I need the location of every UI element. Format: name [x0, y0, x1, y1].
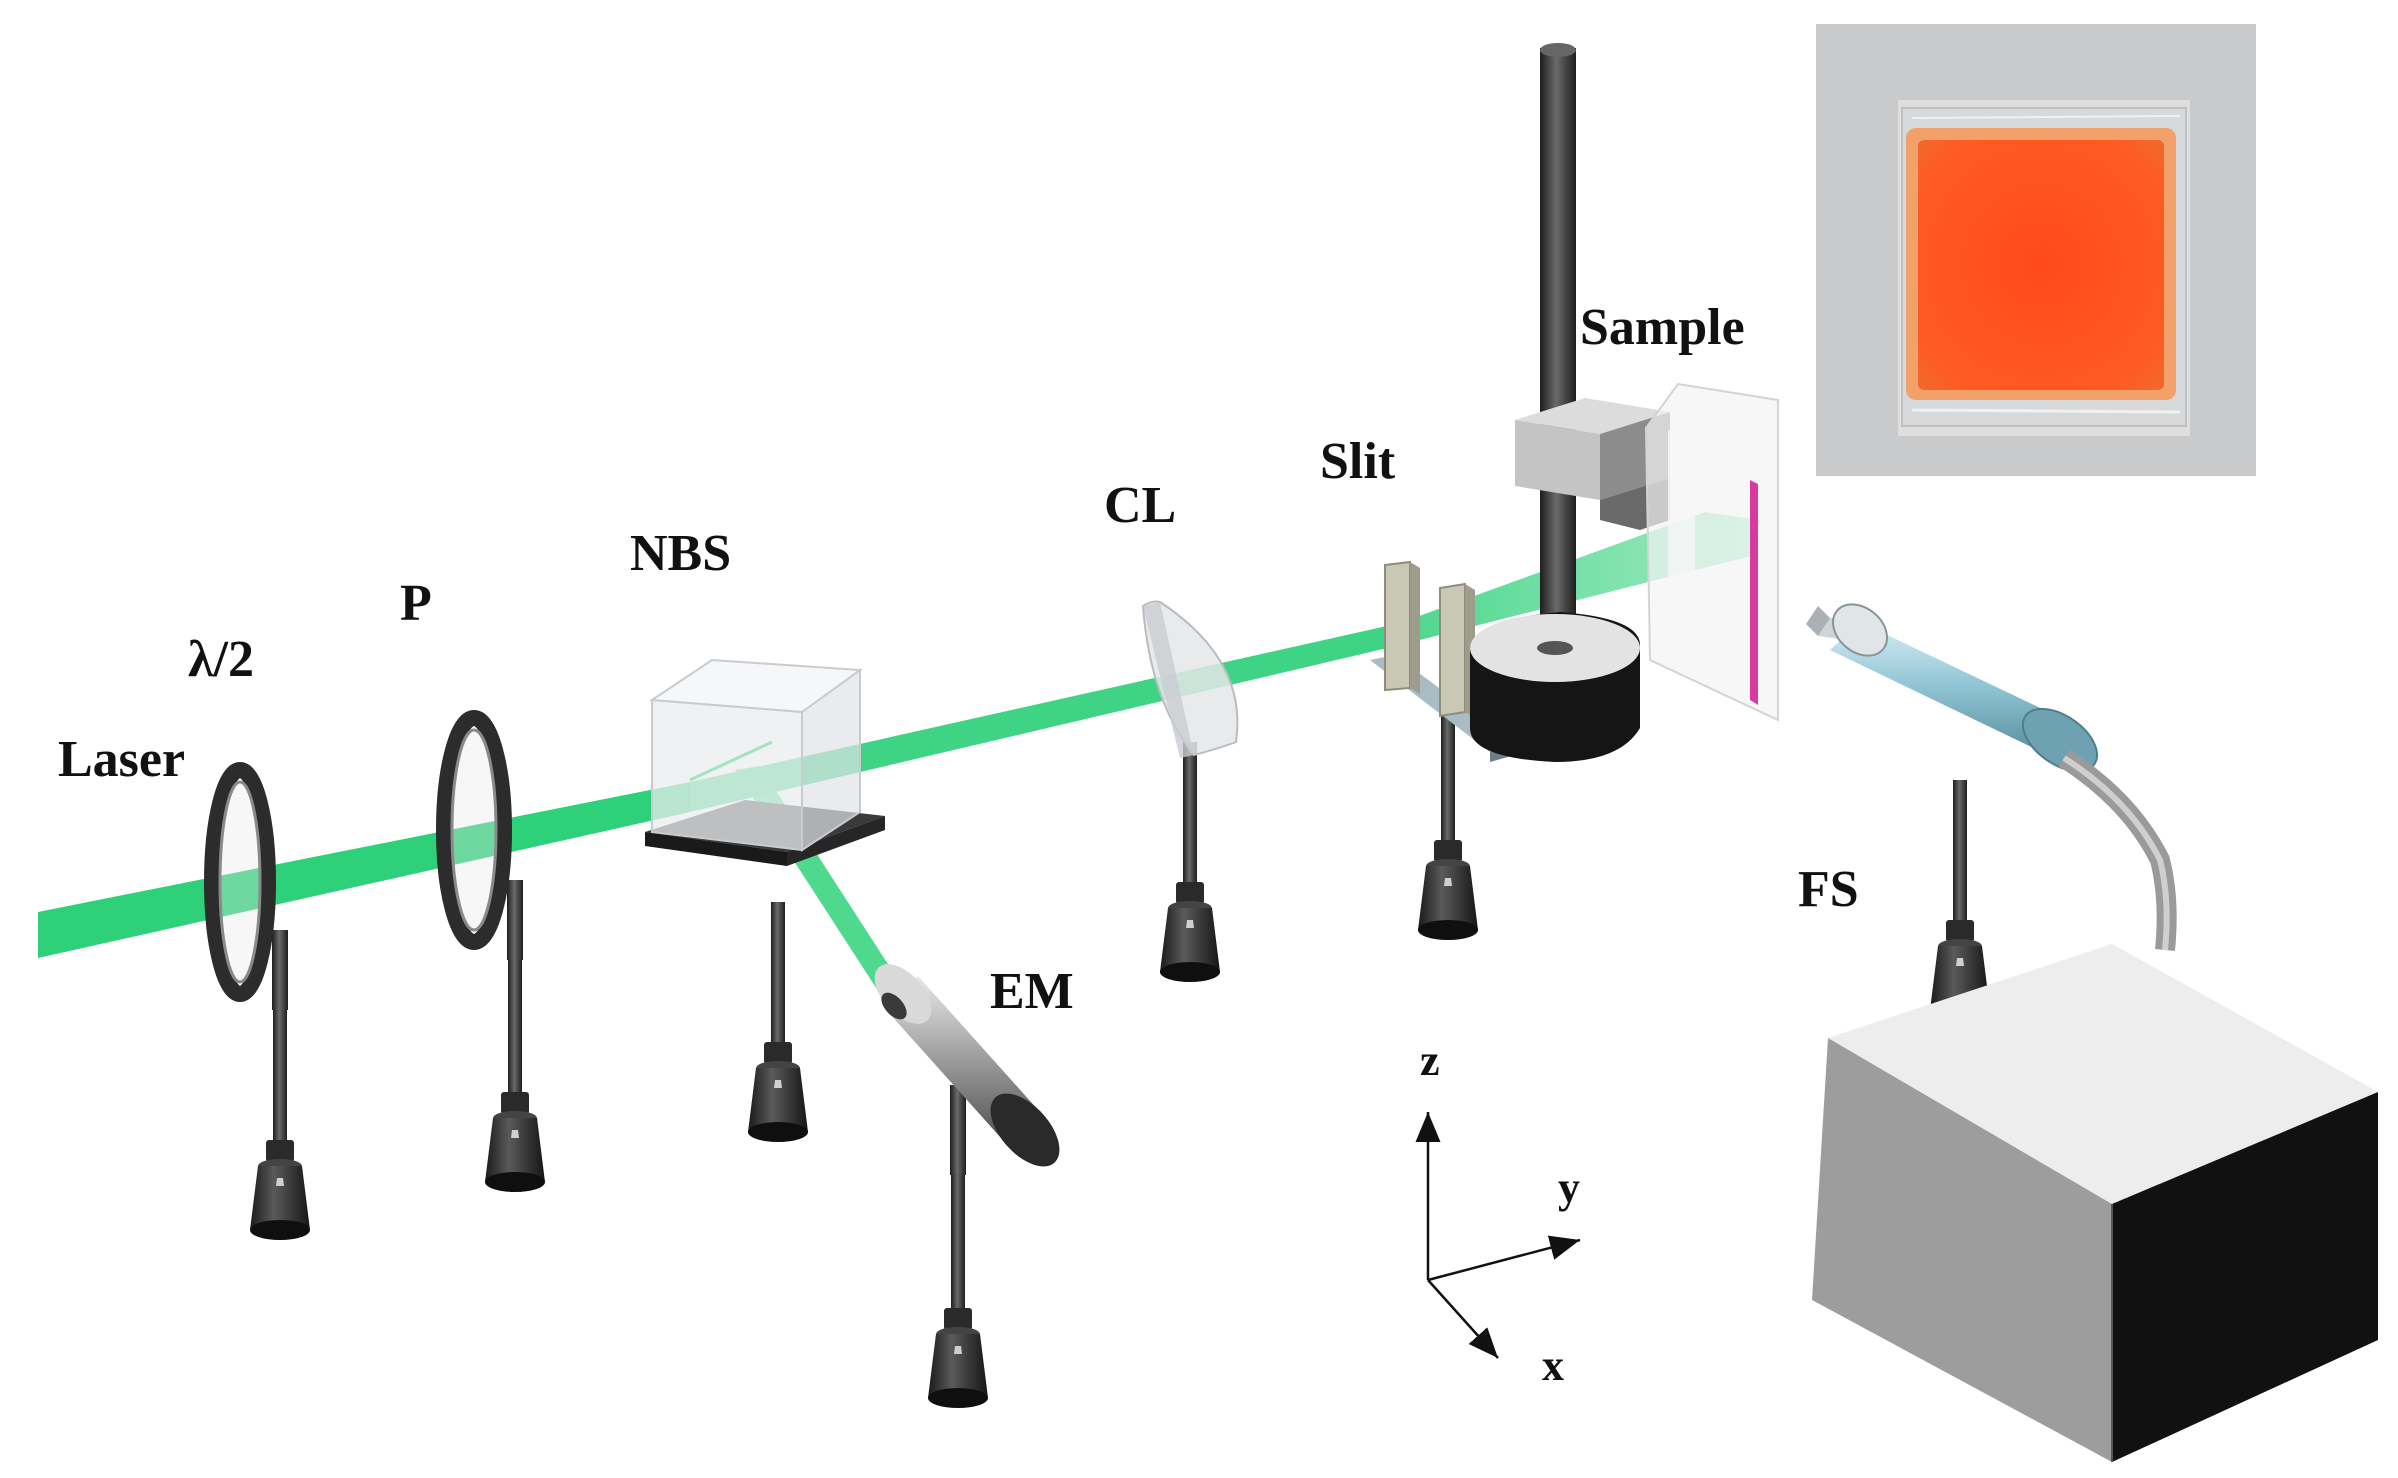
beam-splitter	[645, 658, 885, 1142]
label-fs: FS	[1798, 861, 1859, 918]
label-laser: Laser	[58, 731, 185, 788]
label-em: EM	[990, 963, 1074, 1020]
polarizer	[436, 710, 545, 1192]
label-polarizer: P	[400, 575, 432, 632]
cylindrical-lens	[1141, 600, 1239, 982]
axis-label-z: z	[1420, 1036, 1440, 1085]
axis-label-x: x	[1542, 1341, 1564, 1390]
label-half-wave-plate: λ/2	[188, 631, 254, 688]
spectrometer-box	[1812, 944, 2378, 1462]
sample-photo-inset	[1816, 24, 2256, 476]
label-slit: Slit	[1320, 433, 1396, 490]
sample-plate	[1644, 382, 1779, 722]
label-cl: CL	[1104, 477, 1176, 534]
energy-meter	[874, 964, 1060, 1408]
axis-label-y: y	[1558, 1163, 1580, 1212]
sample-stage	[1470, 43, 1670, 762]
label-sample: Sample	[1580, 299, 1745, 356]
half-wave-plate	[204, 762, 310, 1240]
coordinate-axes: z y x	[1415, 1036, 1581, 1390]
fiber-probe	[1806, 603, 2177, 1020]
label-nbs: NBS	[630, 525, 731, 582]
